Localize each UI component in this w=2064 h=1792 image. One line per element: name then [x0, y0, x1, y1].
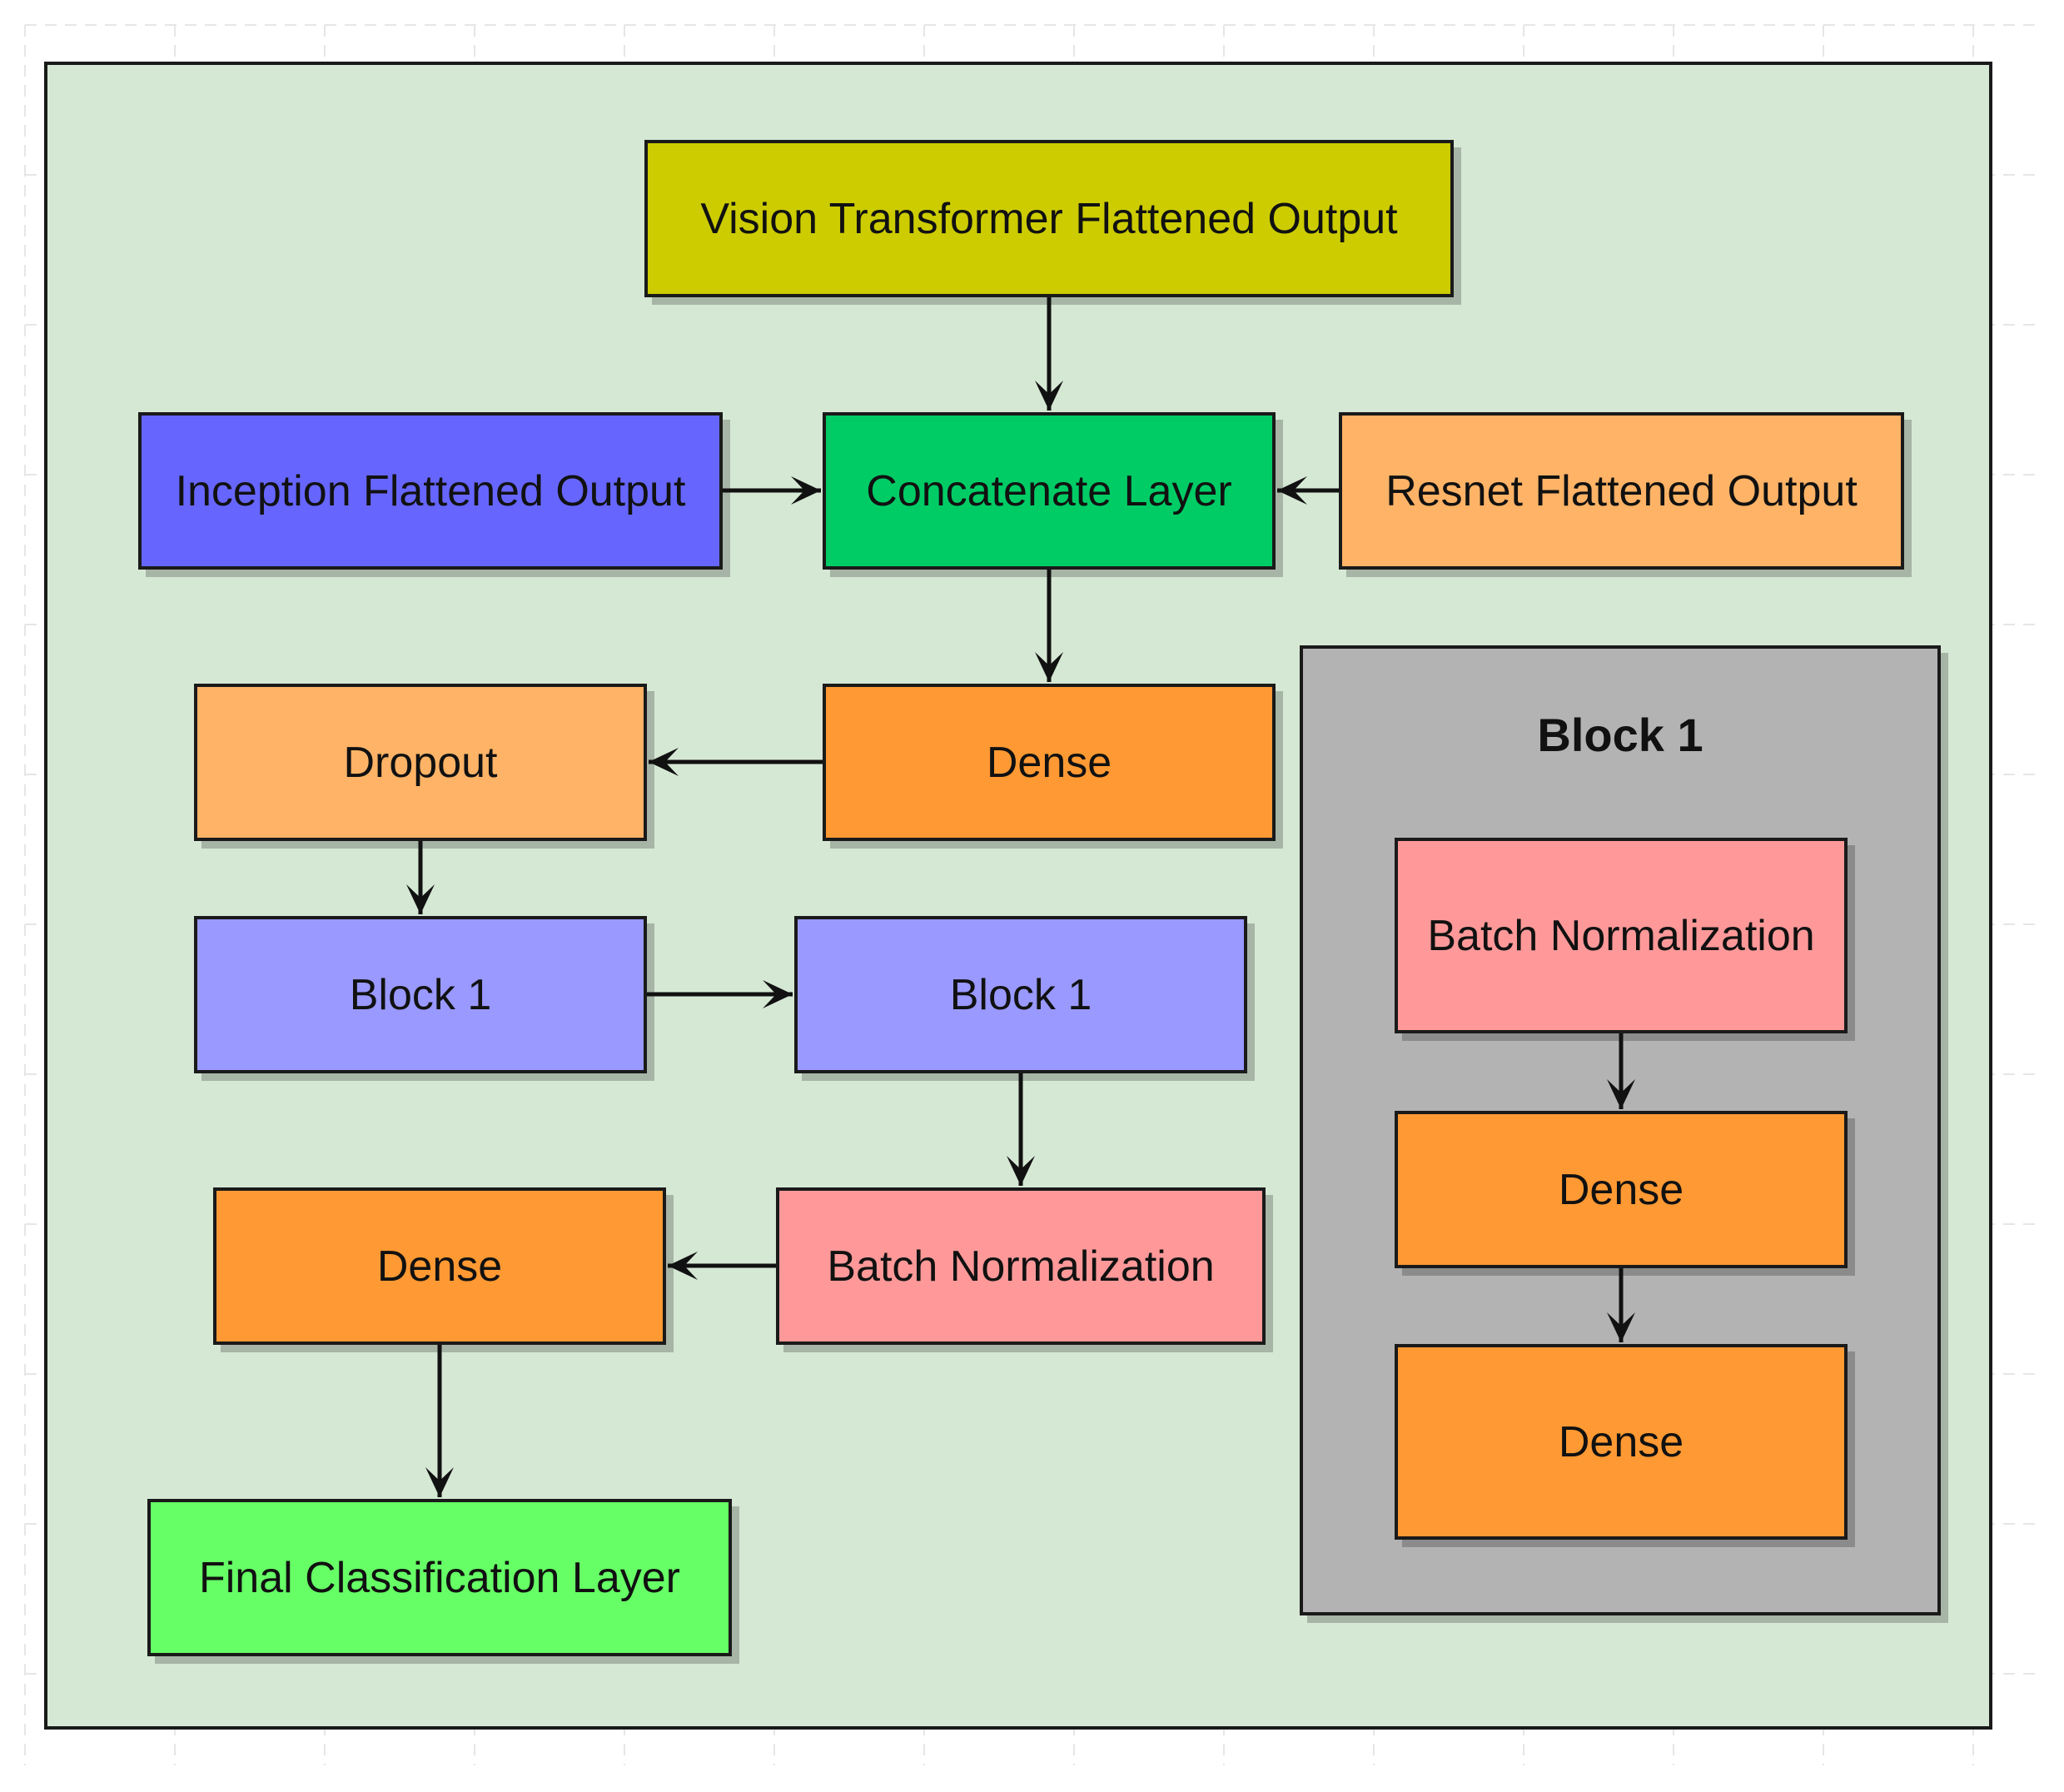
dense-node-top[interactable]: Dense	[823, 684, 1276, 841]
vision-transformer-output-label: Vision Transformer Flattened Output	[700, 194, 1398, 243]
final-classification-layer-label: Final Classification Layer	[198, 1553, 681, 1602]
panel-dense-node-2[interactable]: Dense	[1395, 1344, 1848, 1540]
final-classification-layer-node[interactable]: Final Classification Layer	[147, 1499, 732, 1656]
resnet-output-label: Resnet Flattened Output	[1385, 466, 1858, 515]
dense-bottom-label: Dense	[376, 1242, 503, 1291]
concatenate-layer-label: Concatenate Layer	[866, 466, 1232, 515]
batch-normalization-label: Batch Normalization	[827, 1242, 1215, 1291]
resnet-output-node[interactable]: Resnet Flattened Output	[1339, 412, 1904, 570]
panel-batch-normalization-node[interactable]: Batch Normalization	[1395, 838, 1848, 1033]
block-1-panel-title: Block 1	[1537, 709, 1703, 761]
dropout-label: Dropout	[343, 738, 498, 787]
vision-transformer-output-node[interactable]: Vision Transformer Flattened Output	[644, 140, 1454, 297]
block-1-left-label: Block 1	[349, 970, 492, 1019]
concatenate-layer-node[interactable]: Concatenate Layer	[823, 412, 1276, 570]
inception-output-node[interactable]: Inception Flattened Output	[138, 412, 723, 570]
panel-batch-normalization-label: Batch Normalization	[1427, 911, 1815, 960]
dense-node-bottom[interactable]: Dense	[213, 1187, 666, 1345]
dropout-node[interactable]: Dropout	[194, 684, 647, 841]
block-1-node-right[interactable]: Block 1	[794, 916, 1247, 1073]
block-1-node-left[interactable]: Block 1	[194, 916, 647, 1073]
panel-dense-node-1[interactable]: Dense	[1395, 1111, 1848, 1268]
panel-dense-1-label: Dense	[1558, 1165, 1684, 1214]
block-1-right-label: Block 1	[949, 970, 1092, 1019]
dense-top-label: Dense	[986, 738, 1112, 787]
inception-output-label: Inception Flattened Output	[175, 466, 686, 515]
panel-dense-2-label: Dense	[1558, 1417, 1684, 1466]
batch-normalization-node[interactable]: Batch Normalization	[776, 1187, 1266, 1345]
